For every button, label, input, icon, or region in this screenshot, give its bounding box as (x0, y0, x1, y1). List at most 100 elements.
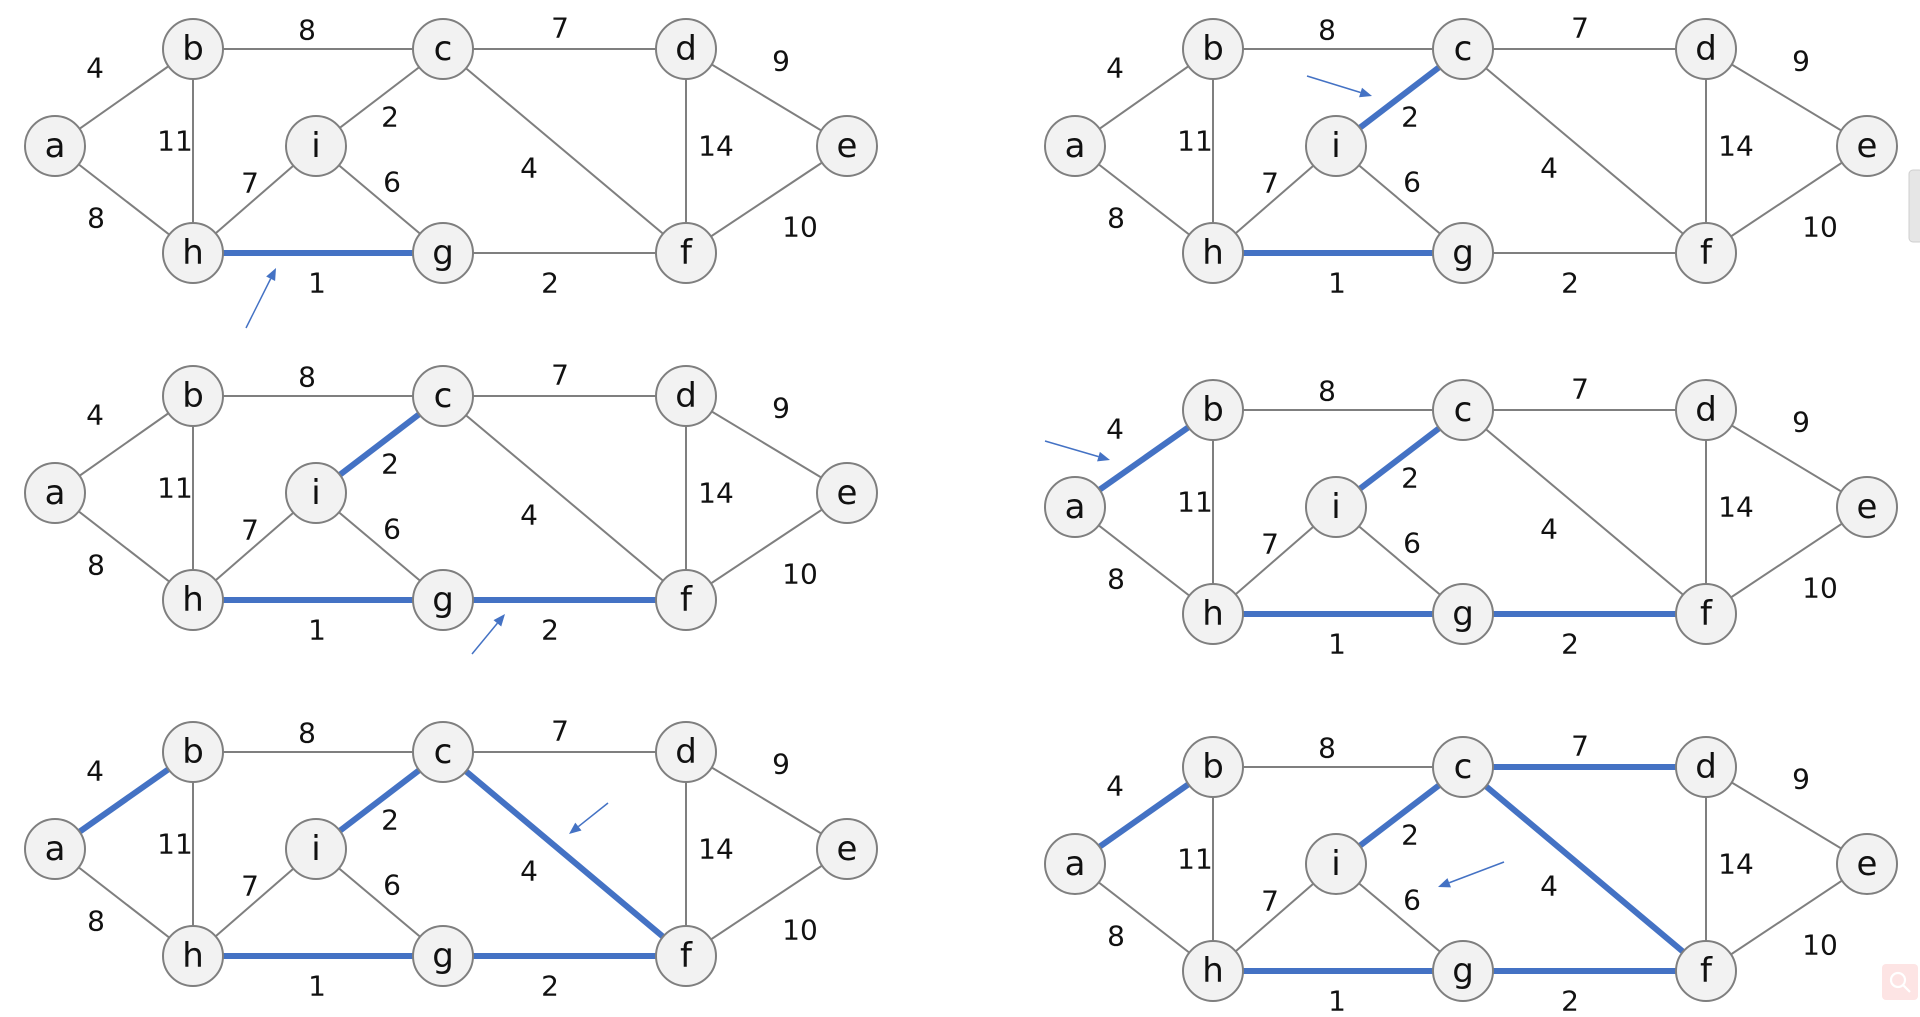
node-i: i (1305, 115, 1367, 177)
node-circle (285, 818, 347, 880)
node-e: e (816, 115, 878, 177)
edge-d-e (1705, 48, 1868, 147)
node-i: i (285, 462, 347, 524)
node-g: g (1432, 222, 1494, 284)
node-circle (162, 925, 224, 987)
node-label: i (311, 829, 320, 869)
edge-c-f (442, 395, 687, 601)
weight-label-a-h: 8 (1107, 202, 1125, 235)
weight-label-d-f: 14 (698, 833, 734, 866)
weight-label-g-h: 1 (308, 267, 326, 300)
weight-label-a-h: 8 (1107, 563, 1125, 596)
edge-c-f (1461, 764, 1708, 974)
node-label: f (680, 233, 693, 273)
node-label: c (1454, 390, 1473, 430)
node-circle (24, 462, 86, 524)
node-g: g (412, 569, 474, 631)
weight-label-g-i: 6 (1403, 527, 1421, 560)
weight-label-b-c: 8 (1318, 375, 1336, 408)
weight-label-a-b: 4 (1106, 413, 1124, 446)
node-label: f (1700, 594, 1713, 634)
node-circle (1675, 583, 1737, 645)
node-label: d (675, 376, 697, 416)
weight-label-e-f: 10 (782, 211, 818, 244)
node-label: c (1454, 29, 1473, 69)
node-circle (655, 569, 717, 631)
node-h: h (1182, 940, 1244, 1002)
weight-label-g-h: 1 (308, 614, 326, 647)
weight-label-d-e: 9 (772, 392, 790, 425)
node-d: d (655, 365, 717, 427)
node-b: b (1182, 18, 1244, 80)
node-e: e (1836, 476, 1898, 538)
weight-label-a-b: 4 (86, 755, 104, 788)
pointer-arrow-icon (1044, 440, 1110, 462)
side-tab-icon[interactable] (1908, 169, 1920, 243)
pointer-arrow-icon (1438, 861, 1505, 888)
node-circle (655, 222, 717, 284)
weight-label-d-e: 9 (1792, 406, 1810, 439)
weight-label-a-b: 4 (86, 52, 104, 85)
node-circle (162, 18, 224, 80)
weight-label-f-g: 2 (541, 614, 559, 647)
node-label: a (1065, 487, 1086, 527)
node-c: c (1432, 18, 1494, 80)
edge-e-f (1705, 863, 1868, 972)
weight-label-h-i: 7 (1261, 528, 1279, 561)
node-circle (412, 18, 474, 80)
node-f: f (1675, 940, 1737, 1002)
node-circle (816, 818, 878, 880)
weight-label-b-h: 11 (1177, 125, 1213, 158)
weight-label-a-b: 4 (1106, 52, 1124, 85)
node-circle (412, 222, 474, 284)
weight-label-c-i: 2 (381, 804, 399, 837)
node-b: b (1182, 736, 1244, 798)
node-label: d (675, 29, 697, 69)
node-i: i (1305, 476, 1367, 538)
weight-label-c-d: 7 (1571, 12, 1589, 45)
weight-label-f-g: 2 (541, 267, 559, 300)
node-label: f (680, 580, 693, 620)
node-b: b (162, 18, 224, 80)
node-circle (1305, 476, 1367, 538)
node-label: h (1202, 233, 1224, 273)
node-d: d (655, 18, 717, 80)
node-circle (1432, 18, 1494, 80)
node-label: g (432, 233, 454, 273)
weight-label-f-g: 2 (1561, 628, 1579, 661)
weight-label-f-g: 2 (541, 970, 559, 1003)
weight-label-g-h: 1 (1328, 628, 1346, 661)
node-label: f (680, 936, 693, 976)
search-icon[interactable] (1882, 964, 1918, 1000)
node-d: d (655, 721, 717, 783)
node-i: i (1305, 833, 1367, 895)
node-d: d (1675, 18, 1737, 80)
node-e: e (1836, 115, 1898, 177)
weight-label-h-i: 7 (1261, 885, 1279, 918)
node-f: f (1675, 222, 1737, 284)
node-circle (1182, 18, 1244, 80)
node-label: g (432, 936, 454, 976)
weight-label-g-h: 1 (1328, 985, 1346, 1017)
node-circle (1182, 379, 1244, 441)
weight-label-b-c: 8 (1318, 14, 1336, 47)
weight-label-c-i: 2 (1401, 819, 1419, 852)
node-a: a (24, 115, 86, 177)
node-label: a (45, 126, 66, 166)
pointer-arrow-icon (1306, 75, 1372, 98)
node-g: g (1432, 583, 1494, 645)
node-f: f (655, 222, 717, 284)
node-circle (24, 818, 86, 880)
edge-c-f (1462, 409, 1707, 615)
node-circle (1182, 222, 1244, 284)
node-circle (24, 115, 86, 177)
